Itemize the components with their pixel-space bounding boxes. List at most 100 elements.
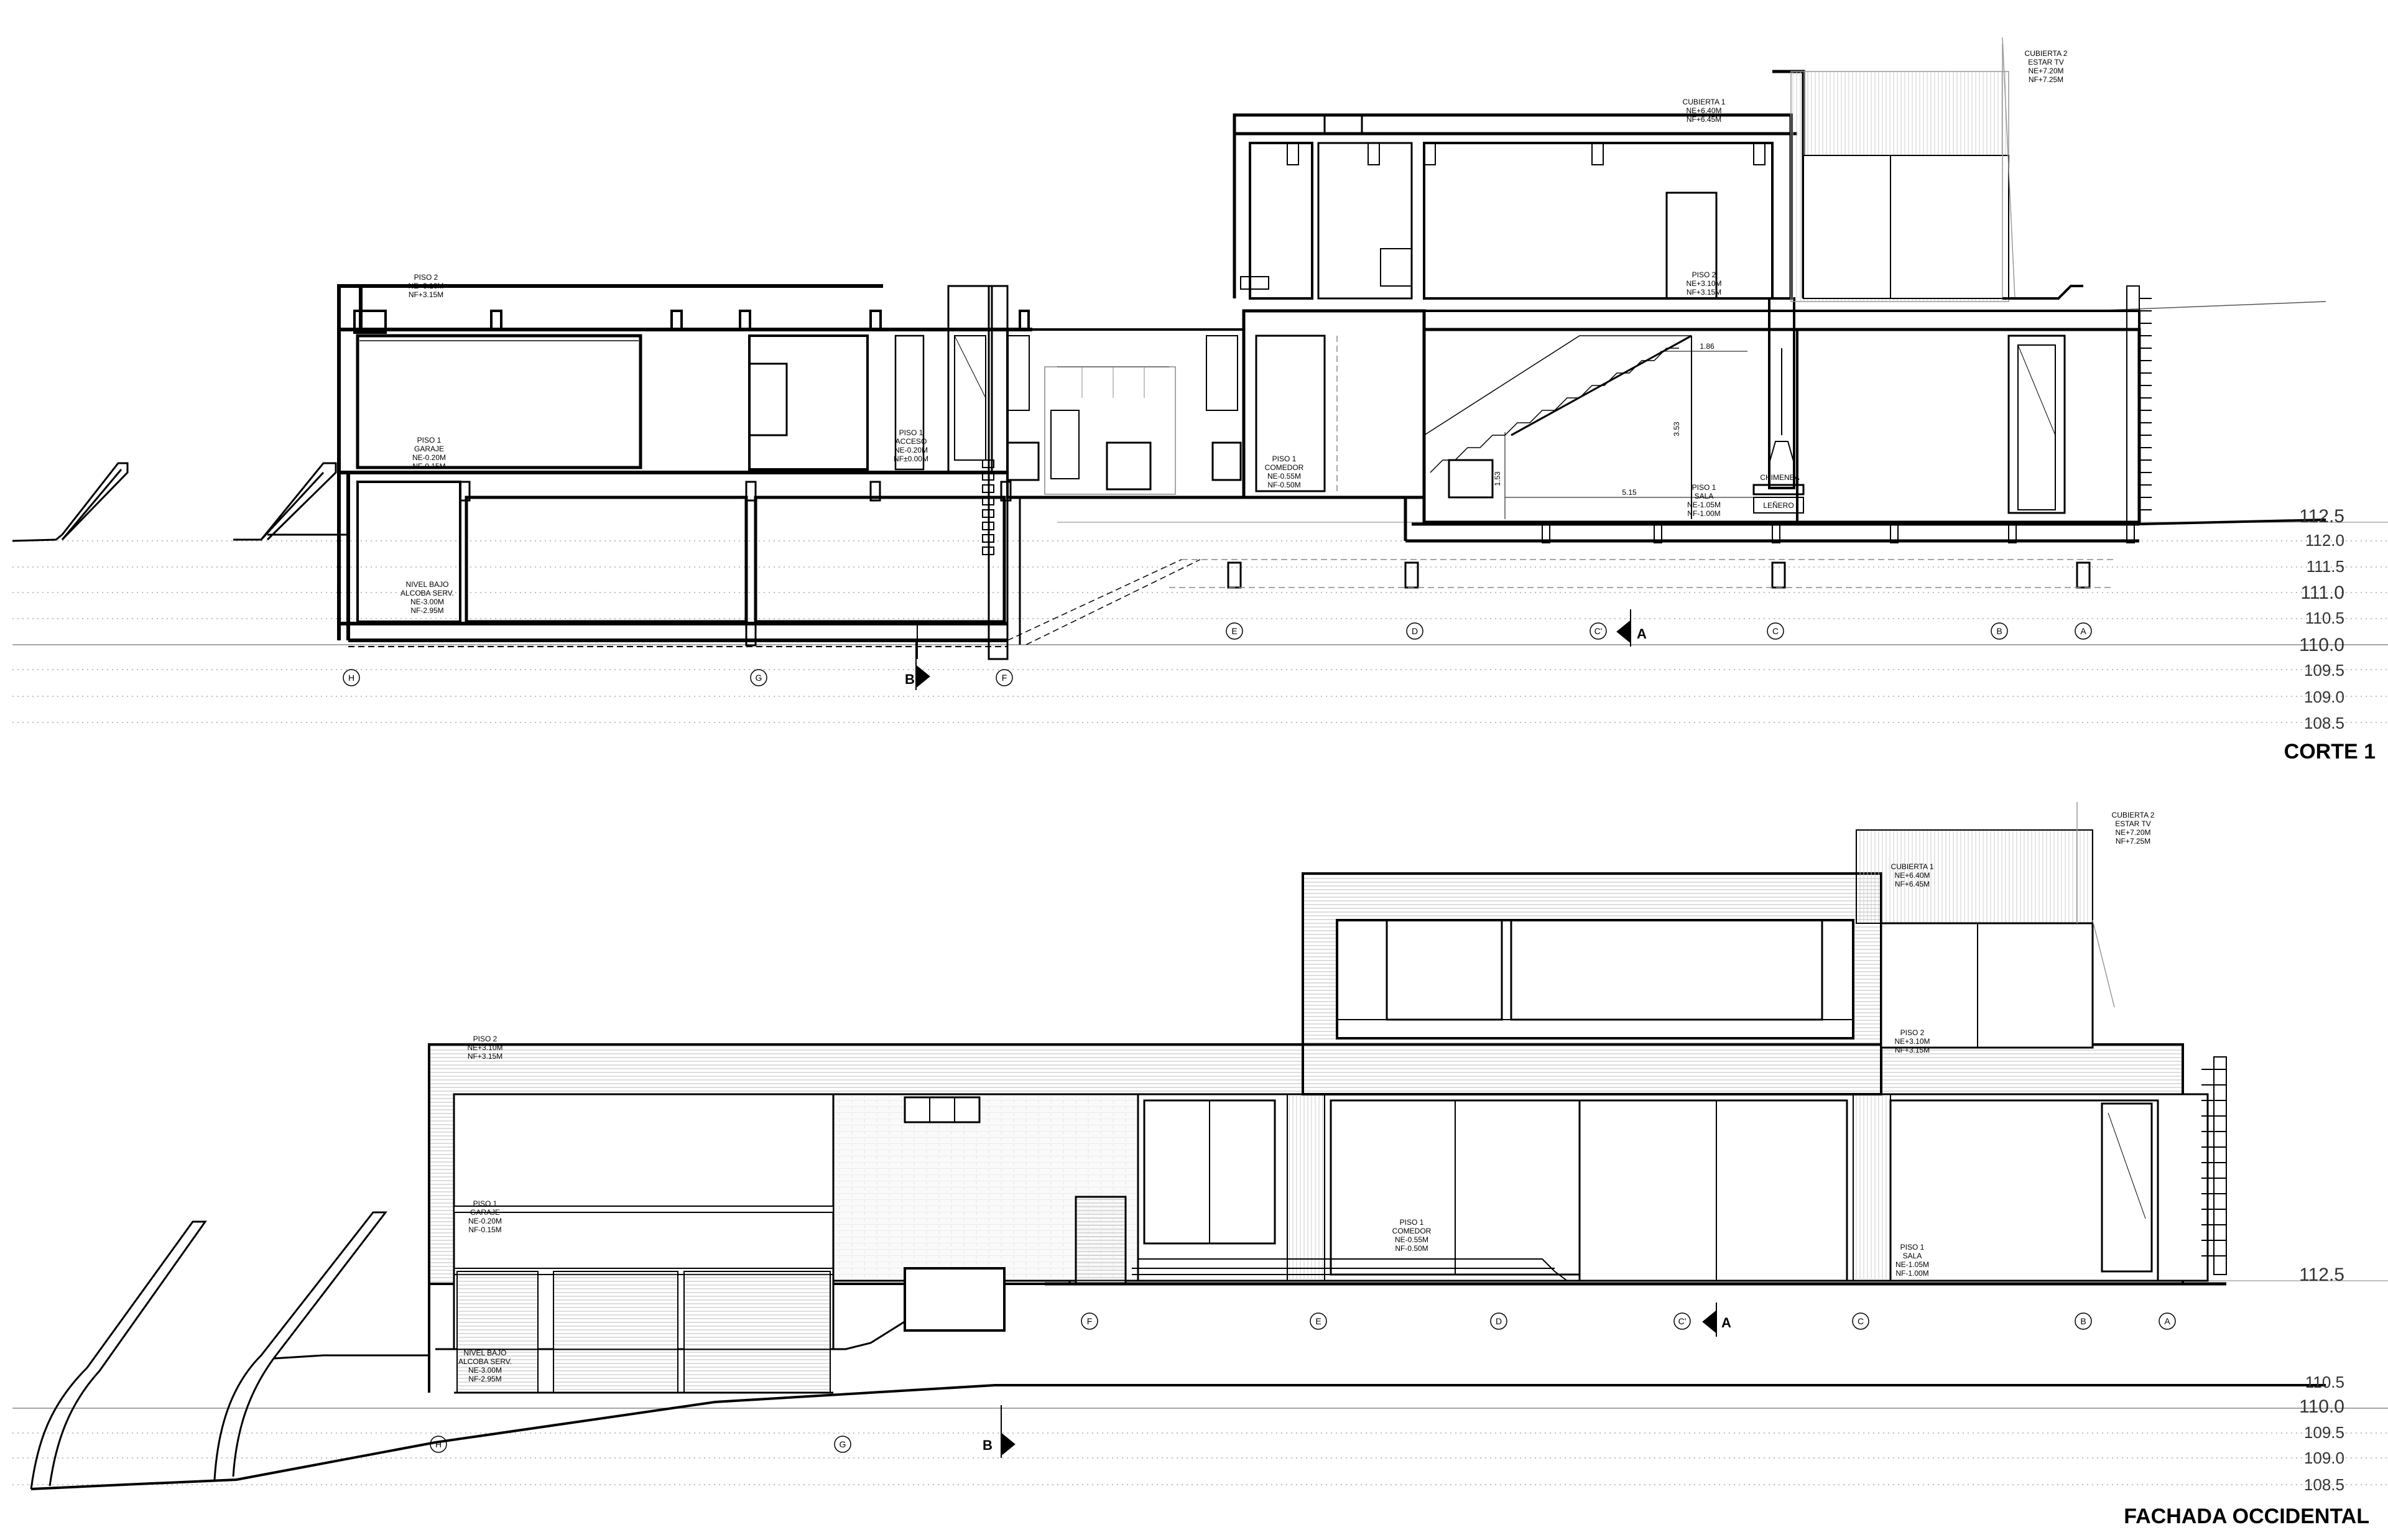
svg-text:PISO 1: PISO 1 <box>899 428 923 437</box>
elev-tag-piso2-right: PISO 2 NE+3.10M NF+3.15M <box>1894 1028 1930 1054</box>
svg-text:NF-0.15M: NF-0.15M <box>468 1225 501 1234</box>
tag-lenero: LEÑERO <box>1763 501 1793 510</box>
section-left-volume <box>337 284 1032 642</box>
svg-text:ESTAR TV: ESTAR TV <box>2028 58 2064 67</box>
section-level-4: 111.0 <box>2300 583 2344 603</box>
section-grid-f: F <box>1002 673 1007 683</box>
svg-text:NF+7.25M: NF+7.25M <box>2029 75 2063 84</box>
svg-text:NE-1.05M: NE-1.05M <box>1687 500 1721 509</box>
section-sala <box>1169 285 2152 589</box>
svg-text:NE-0.55M: NE-0.55M <box>1267 472 1301 481</box>
dim-2: 3.53 <box>1672 422 1681 436</box>
svg-text:CUBIERTA 2: CUBIERTA 2 <box>2025 49 2068 58</box>
svg-text:NF-1.00M: NF-1.00M <box>1687 509 1720 518</box>
elev-tag-cubierta1: CUBIERTA 1 NE+6.40M NF+6.45M <box>1891 862 1934 888</box>
svg-text:NF-0.50M: NF-0.50M <box>1395 1244 1428 1253</box>
section-level-6: 110.0 <box>2299 635 2344 655</box>
section-level-7: 109.5 <box>2304 661 2344 680</box>
svg-text:NE-1.05M: NE-1.05M <box>1895 1260 1929 1269</box>
svg-text:PISO 1: PISO 1 <box>1400 1218 1424 1227</box>
tag-acceso: PISO 1 ACCESO NE-0.20M NF±0.00M <box>894 428 928 463</box>
elevation-main-block <box>428 1043 2209 1394</box>
svg-text:PISO 2: PISO 2 <box>414 273 438 282</box>
section-grid-d: D <box>1412 626 1418 636</box>
elevation-grid-c-prime: C' <box>1678 1316 1687 1326</box>
elev-tag-comedor: PISO 1 COMEDOR NE-0.55M NF-0.50M <box>1392 1218 1432 1253</box>
section-marker-a <box>1616 619 1631 644</box>
section-grid-a: A <box>2080 626 2086 636</box>
svg-text:NE-0.55M: NE-0.55M <box>1395 1235 1428 1244</box>
svg-text:NF+6.45M: NF+6.45M <box>1895 880 1930 888</box>
section-corte-1 <box>12 37 2388 723</box>
svg-text:NF+6.45M: NF+6.45M <box>1687 115 1721 124</box>
tag-cubierta2: CUBIERTA 2 ESTAR TV NE+7.20M NF+7.25M <box>2025 49 2068 84</box>
section-level-5: 110.5 <box>2305 609 2344 627</box>
elevation-grid-g: G <box>840 1439 846 1449</box>
svg-text:NF±0.00M: NF±0.00M <box>894 454 928 463</box>
elevation-marker-a <box>1702 1309 1717 1334</box>
section-grid-g: G <box>756 673 762 683</box>
elevation-level-4: 109.5 <box>2304 1423 2344 1442</box>
svg-text:GARAJE: GARAJE <box>470 1208 500 1217</box>
svg-text:PISO 1: PISO 1 <box>1272 454 1297 463</box>
svg-text:NF+7.25M: NF+7.25M <box>2116 837 2150 846</box>
svg-text:PISO 1: PISO 1 <box>473 1199 497 1208</box>
elev-tag-alcoba: NIVEL BAJO ALCOBA SERV. NE-3.00M NF-2.95… <box>458 1349 512 1383</box>
elevation-level-5: 109.0 <box>2304 1449 2344 1467</box>
svg-text:NE+6.40M: NE+6.40M <box>1894 871 1930 880</box>
svg-text:NF-2.95M: NF-2.95M <box>468 1375 501 1383</box>
svg-text:ACCESO: ACCESO <box>895 437 927 446</box>
elevation-level-3: 110.0 <box>2299 1396 2344 1417</box>
elevation-title: FACHADA OCCIDENTAL <box>2124 1505 2369 1528</box>
section-title: CORTE 1 <box>2284 740 2376 763</box>
elevation-grid-bubbles <box>430 1312 2176 1453</box>
svg-text:NE+3.10M: NE+3.10M <box>1686 279 1721 288</box>
elevation-level-6: 108.5 <box>2304 1475 2344 1494</box>
svg-text:NE-0.20M: NE-0.20M <box>894 446 928 454</box>
elev-tag-garaje: PISO 1 GARAJE NE-0.20M NF-0.15M <box>468 1199 502 1234</box>
svg-text:NE+3.10M: NE+3.10M <box>408 282 443 290</box>
svg-text:NE+7.20M: NE+7.20M <box>2115 828 2150 837</box>
tag-piso2-left: PISO 2 NE+3.10M NF+3.15M <box>408 273 443 299</box>
svg-text:NF-0.50M: NF-0.50M <box>1267 481 1300 489</box>
svg-text:NF-1.00M: NF-1.00M <box>1895 1269 1928 1278</box>
svg-text:NF+3.15M: NF+3.15M <box>409 290 443 299</box>
elevation-ground <box>30 1384 2326 1490</box>
svg-text:CUBIERTA 1: CUBIERTA 1 <box>1891 862 1934 871</box>
section-grid-b: B <box>1996 626 2002 636</box>
svg-text:PISO 2: PISO 2 <box>473 1035 497 1043</box>
section-grid-e: E <box>1231 626 1237 636</box>
elevation-marker-a-label: A <box>1721 1315 1731 1330</box>
section-level-3: 111.5 <box>2307 557 2344 576</box>
section-beams-floor2 <box>353 310 1030 334</box>
elev-tag-sala: PISO 1 SALA NE-1.05M NF-1.00M <box>1895 1243 1929 1278</box>
svg-text:NE+3.10M: NE+3.10M <box>467 1043 502 1052</box>
svg-text:NIVEL BAJO: NIVEL BAJO <box>464 1349 507 1357</box>
dim-3: 1.53 <box>1493 471 1502 486</box>
svg-text:CUBIERTA 1: CUBIERTA 1 <box>1683 98 1726 106</box>
elevation-estar-tv <box>1856 802 2227 1275</box>
svg-text:PISO 2: PISO 2 <box>1900 1028 1925 1037</box>
tag-garaje: PISO 1 GARAJE NE-0.20M NF-0.15M <box>412 436 446 471</box>
elevation-grid-e: E <box>1315 1316 1321 1326</box>
dim-1: 1.86 <box>1700 342 1715 351</box>
svg-text:GARAJE: GARAJE <box>414 445 444 453</box>
section-level-9: 108.5 <box>2304 714 2344 732</box>
section-lower-level <box>348 481 1012 659</box>
svg-text:NF+3.15M: NF+3.15M <box>1687 288 1721 297</box>
section-hill-line <box>2089 301 2326 311</box>
elevation-grid-c: C <box>1858 1316 1864 1326</box>
svg-text:PISO 1: PISO 1 <box>417 436 442 445</box>
section-terrain-left <box>12 462 348 542</box>
svg-text:NE+3.10M: NE+3.10M <box>1894 1037 1930 1046</box>
elevation-grid-f: F <box>1087 1316 1093 1326</box>
svg-text:NE-3.00M: NE-3.00M <box>410 597 444 606</box>
svg-text:SALA: SALA <box>1903 1252 1922 1260</box>
svg-text:NF-2.95M: NF-2.95M <box>410 606 443 615</box>
section-level-2: 112.0 <box>2305 531 2344 550</box>
svg-text:PISO 2: PISO 2 <box>1692 270 1716 279</box>
tag-chimenea: CHIMENEA <box>1760 473 1799 482</box>
section-garage-room <box>356 334 925 471</box>
svg-text:NIVEL BAJO: NIVEL BAJO <box>406 580 449 589</box>
elev-tag-piso2-left: PISO 2 NE+3.10M NF+3.15M <box>467 1035 502 1061</box>
